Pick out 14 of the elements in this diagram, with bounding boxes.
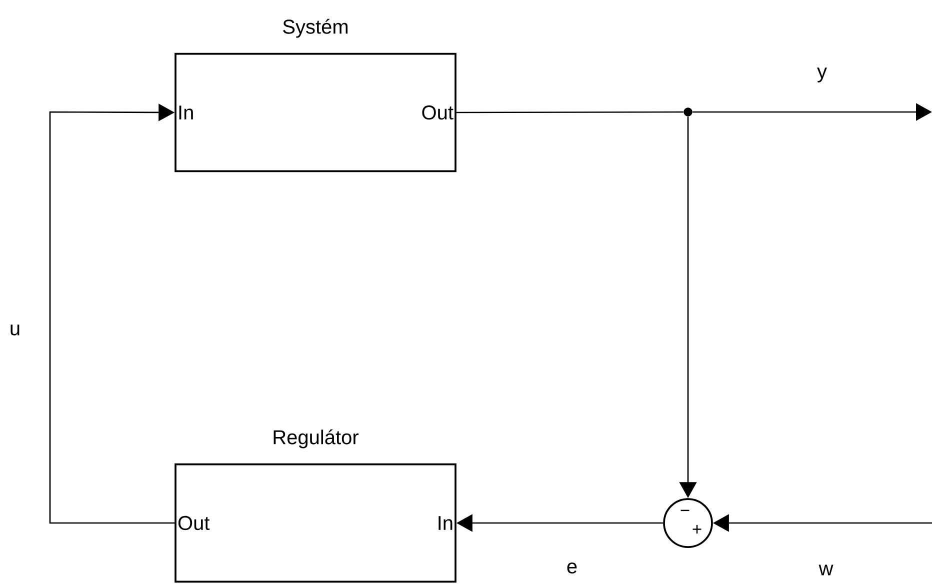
signal-label: u — [10, 324, 20, 336]
port-label: In — [179, 106, 193, 120]
signal-label: w — [818, 564, 834, 576]
signal-label: e — [567, 562, 577, 574]
junction-dot — [684, 108, 692, 116]
block-title: Regulátor — [274, 429, 358, 448]
port-label: Out — [178, 516, 210, 530]
signal-label: y — [817, 68, 827, 82]
sign-label: + — [692, 525, 702, 534]
block-title: Systém — [283, 18, 348, 38]
port-label: Out — [422, 105, 454, 120]
arrow — [49, 104, 175, 524]
sign-label: − — [680, 510, 690, 512]
port-label: In — [438, 516, 452, 530]
